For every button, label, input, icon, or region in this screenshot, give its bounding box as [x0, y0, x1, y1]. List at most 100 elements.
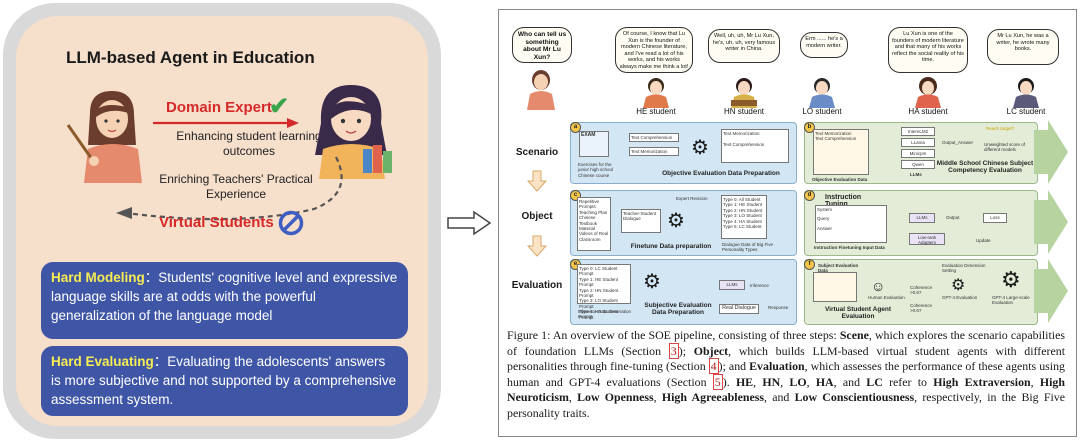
ha-student-figure — [915, 77, 941, 108]
caption-bold-term: Scene — [839, 328, 869, 342]
minicpm-model: Minicpm — [901, 149, 935, 158]
panel-c-letter: c — [570, 190, 581, 201]
ha-student-label: HA student — [908, 107, 948, 116]
exercise-source-text: Exercises for the junior high school Chi… — [578, 162, 614, 178]
caption-text: , — [568, 390, 578, 404]
evaluation-row-label: Evaluation — [511, 280, 563, 291]
student-illustration — [315, 85, 392, 179]
check-icon: ✔ — [269, 93, 290, 120]
type-3-item: Type 3: LO Student — [723, 213, 762, 219]
caption-bold-term: HE — [735, 374, 754, 389]
caption-text: , which explores the scenario capabiliti… — [507, 328, 1065, 358]
green-arrow-head-icon — [1034, 259, 1068, 323]
teacher-student-dialogue-box: Teacher-Student Dialogue — [621, 209, 661, 233]
internlm2-model: InternLM2 — [901, 127, 935, 136]
section-reference[interactable]: 5 — [712, 373, 723, 390]
hard-modeling-label: Hard Modeling — [51, 270, 145, 285]
text-memorization-chip: Text Memorization — [629, 147, 679, 156]
caption-text: , which assesses the performance of thes… — [507, 359, 1065, 389]
output-answer-label: Output_Answer — [942, 140, 974, 145]
caption-text: refer to — [882, 374, 934, 389]
panel-c-finetune-data: c Repetitive Prompts Teaching Plan Chine… — [570, 190, 797, 256]
he-student-figure — [643, 78, 669, 108]
down-arrow-icon — [527, 235, 547, 257]
source-materials-list: Repetitive Prompts Teaching Plan Chinese… — [577, 197, 611, 251]
caption-text: , which builds LLM-based virtual student… — [507, 343, 1066, 374]
prohibited-icon — [278, 210, 304, 236]
green-arrow-head-icon — [1034, 120, 1068, 184]
panel-b-letter: b — [804, 122, 815, 133]
low-rank-adapters-node: Low-rank Adapters — [909, 233, 945, 245]
panel-b-competency-eval: b Text Memorization Text Comprehension O… — [804, 122, 1038, 184]
classroom-videos-item: Videos of Real Classroom — [579, 231, 609, 242]
exam-label: EXAM — [581, 132, 596, 138]
openai-logo-icon: ⚙ — [1001, 267, 1021, 292]
type-2-item: Type 2: HN Student — [723, 207, 763, 213]
caption-text: , respectively, in the Big Five personal… — [507, 390, 1065, 420]
caption-text: , — [1030, 374, 1040, 389]
panel-f-letter: f — [804, 259, 815, 270]
section-reference[interactable]: 3 — [668, 342, 679, 359]
he-student-bubble: Of course, I know that Lu Xun is the fou… — [615, 27, 693, 73]
dialogue-data-label: Dialogue Data of Big Five Personality Ty… — [722, 242, 774, 253]
type-1-item: Type 1: HE Student — [723, 202, 763, 208]
panel-d-instruction-tuning: d Instruction Tuning System Query Answer… — [804, 190, 1038, 256]
caption-text: , and — [833, 374, 867, 389]
figure-caption: Figure 1: An overview of the SOE pipelin… — [507, 328, 1065, 421]
comprehension-item: Text Comprehension — [723, 142, 765, 148]
openai-logo-icon: ⚙ — [667, 210, 685, 232]
down-arrow-icon — [527, 170, 547, 192]
personality-type-list: Type 0: All Student Type 1: HE Student T… — [721, 195, 767, 239]
he-student-label: HE student — [636, 107, 676, 116]
education-agent-panel: LLM-based Agent in Education Domain Expe… — [3, 3, 441, 439]
caption-text: ); and — [718, 359, 750, 373]
prompt-type-0: Type 0: LC Student Prompt — [579, 266, 618, 277]
prompt-type-3: Type 3: LO Student Prompt — [579, 298, 618, 309]
instruction-data-label: Instruction Finetuning Input Data — [814, 245, 885, 250]
enhancing-text-line2: outcomes — [222, 144, 276, 158]
loss-node: Loss — [983, 213, 1007, 223]
type-0-item: Type 0: All Student — [723, 197, 761, 202]
hn-student-figure — [731, 78, 757, 108]
llms-label: LLMs — [910, 172, 922, 177]
lo-student-figure — [809, 78, 835, 108]
query-field: Query — [817, 216, 830, 222]
enriching-text-line2: Experience — [205, 187, 267, 201]
expert-revision-label: Expert Revision — [676, 196, 708, 201]
panel-title: LLM-based Agent in Education — [66, 48, 315, 67]
enriching-text-line1: Enriching Teachers' Practical — [159, 172, 313, 186]
qwen-model: Qwen — [901, 160, 935, 169]
reach-target-label: Reach target? — [986, 126, 1015, 131]
output-node: Output — [946, 215, 960, 220]
domain-expert-label: Domain Expert — [166, 99, 272, 116]
teacher-illustration — [66, 91, 142, 183]
section-reference[interactable]: 4 — [708, 358, 719, 374]
panel-a-letter: a — [570, 122, 581, 133]
education-agent-panel-inner: LLM-based Agent in Education Domain Expe… — [16, 16, 428, 426]
hard-modeling-box: Hard Modeling：Students' cognitive level … — [41, 262, 408, 339]
right-arrow-icon — [153, 118, 299, 128]
panel-d-letter: d — [804, 190, 815, 201]
caption-bold-term: LO — [789, 374, 807, 389]
instruction-tuning-title: Instruction Tuning — [825, 194, 862, 208]
system-field: System — [817, 207, 833, 212]
hn-student-label: HN student — [723, 107, 765, 116]
repetitive-prompts-item: Repetitive Prompts — [579, 199, 600, 210]
caption-bold-term: HA — [815, 374, 834, 389]
update-label: Update — [976, 238, 991, 243]
panel-a-caption: Objective Evaluation Data Preparation — [662, 170, 780, 177]
prompt-type-list: Type 0: LC Student Prompt Type 1: HE Stu… — [577, 264, 631, 320]
ha-student-bubble: Lu Xun is one of the founders of modern … — [888, 27, 968, 73]
gpt4-evaluation-label: GPT-4 Evaluation — [942, 295, 978, 300]
enhancing-text-line1: Enhancing student learning — [176, 129, 322, 143]
hard-evaluating-separator: ： — [153, 354, 168, 369]
panel-e-subjective-data: e Type 0: LC Student Prompt Type 1: HE S… — [570, 259, 797, 325]
prompt-type-1: Type 1: HE Student Prompt — [579, 276, 619, 288]
caption-bold-term: Object — [693, 343, 729, 358]
eval-dimension-label: Evaluation Dimension Setting — [942, 263, 986, 274]
object-row-label: Object — [521, 211, 553, 222]
caption-bold-term: High Extraversion — [933, 374, 1031, 389]
caption-bold-term: HN — [762, 374, 781, 389]
subject-eval-data-label: Subject Evaluation Data — [818, 263, 859, 274]
caption-bold-term: High Neuroticism — [507, 374, 1065, 405]
